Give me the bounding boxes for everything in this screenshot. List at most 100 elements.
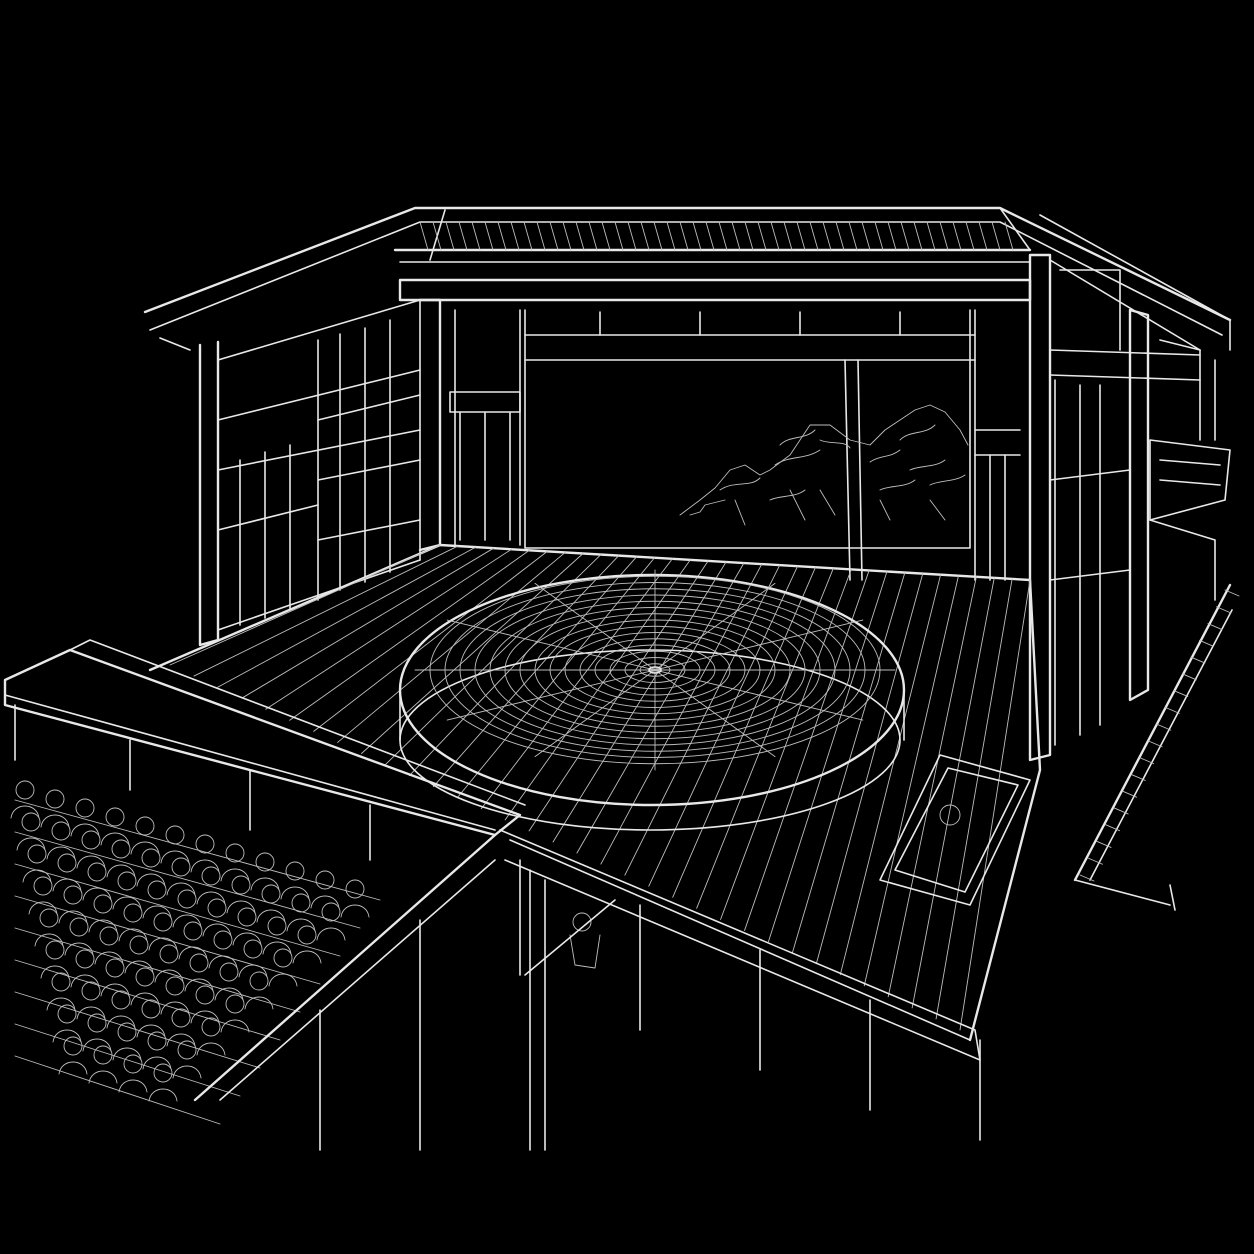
floor-plank [313, 550, 548, 732]
turntable-spoke [534, 582, 656, 671]
audience-head [345, 879, 365, 899]
audience-member [256, 884, 286, 923]
audience-member [148, 912, 178, 951]
audience-head [33, 876, 53, 896]
audience-head [225, 994, 245, 1014]
walkway-step [1122, 790, 1138, 798]
roof-rib [614, 221, 624, 251]
audience-member [46, 821, 76, 860]
roof-rib [1004, 221, 1014, 251]
audience-head [117, 871, 137, 891]
audience-head [213, 930, 233, 950]
audience-member [196, 866, 226, 905]
roof-rib [809, 221, 819, 251]
audience-shoulders [166, 1033, 196, 1047]
audience-member [10, 780, 40, 819]
roof-rib [653, 221, 663, 251]
roof-rib [822, 221, 832, 251]
audience-head [177, 889, 197, 909]
floor-plank [576, 562, 745, 854]
audience-head [147, 880, 167, 900]
roof-rib [965, 221, 975, 251]
floor-plank [887, 576, 977, 998]
audience-member [64, 917, 94, 956]
roof-rib [744, 221, 754, 251]
audience-shoulders [58, 1061, 88, 1075]
walkway-step [1207, 623, 1223, 630]
audience-member [154, 944, 184, 983]
audience-shoulders [148, 937, 178, 951]
floor-plank [289, 549, 530, 721]
audience-member [316, 902, 346, 941]
walkway-step [1139, 757, 1155, 765]
audience-shoulders [28, 901, 58, 915]
audience-head [177, 1040, 197, 1060]
audience-head [171, 857, 191, 877]
floor-plank [480, 558, 673, 810]
audience-shoulders [190, 1010, 220, 1024]
roof-rib [432, 221, 442, 251]
audience-member [184, 953, 214, 992]
audience-member [16, 812, 46, 851]
audience-member [34, 908, 64, 947]
floor-plank [696, 567, 834, 909]
audience-member [310, 870, 340, 909]
audience-shoulders [112, 896, 142, 910]
audience-head [237, 907, 257, 927]
audience-member [166, 1008, 196, 1047]
audience-shoulders [94, 951, 124, 965]
audience-member [142, 880, 172, 919]
audience-shoulders [154, 969, 184, 983]
floor-plank [552, 561, 727, 843]
audience-member [22, 844, 52, 883]
audience-head [87, 862, 107, 882]
floor-plank [169, 544, 441, 666]
audience-shoulders [292, 950, 322, 964]
audience-shoulders [310, 895, 340, 909]
audience-member [202, 898, 232, 937]
audience-shoulders [76, 1006, 106, 1020]
audience-shoulders [142, 905, 172, 919]
audience-member [190, 985, 220, 1024]
hanamichi-side-walkway [1073, 583, 1240, 911]
walkway-step [1164, 706, 1180, 714]
audience-shoulders [22, 869, 52, 883]
roof-rib [900, 221, 910, 251]
audience-head [153, 912, 173, 932]
audience-head [321, 902, 341, 922]
audience-member [70, 949, 100, 988]
roof-rib [627, 221, 637, 251]
floor-plank [265, 548, 512, 710]
audience-head [129, 935, 149, 955]
audience-member [46, 972, 76, 1011]
seat-row [14, 799, 381, 901]
audience-shoulders [40, 965, 70, 979]
audience-member [196, 1017, 226, 1056]
floor-plank [624, 564, 781, 876]
walkway-step [1156, 723, 1172, 731]
audience-shoulders [184, 978, 214, 992]
audience-shoulders [82, 1038, 112, 1052]
audience-head [117, 1022, 137, 1042]
audience-shoulders [148, 1088, 178, 1102]
roof-rib [783, 221, 793, 251]
audience-shoulders [160, 850, 190, 864]
roof-rib [484, 221, 494, 251]
floor-plank [408, 555, 620, 777]
floor-plank [337, 551, 566, 743]
audience-shoulders [172, 914, 202, 928]
floor-plank [911, 577, 995, 1009]
audience-head [93, 1045, 113, 1065]
audience-shoulders [70, 823, 100, 837]
audience-member [106, 839, 136, 878]
audience-member [100, 958, 130, 997]
roof-rib [926, 221, 936, 251]
audience-shoulders [124, 960, 154, 974]
walkway-step [1198, 639, 1214, 647]
audience-shoulders [160, 1001, 190, 1015]
audience-shoulders [88, 1070, 118, 1084]
audience-shoulders [244, 996, 274, 1010]
roof-rib [575, 221, 585, 251]
rear-wall [439, 299, 1031, 581]
audience-member [214, 962, 244, 1001]
